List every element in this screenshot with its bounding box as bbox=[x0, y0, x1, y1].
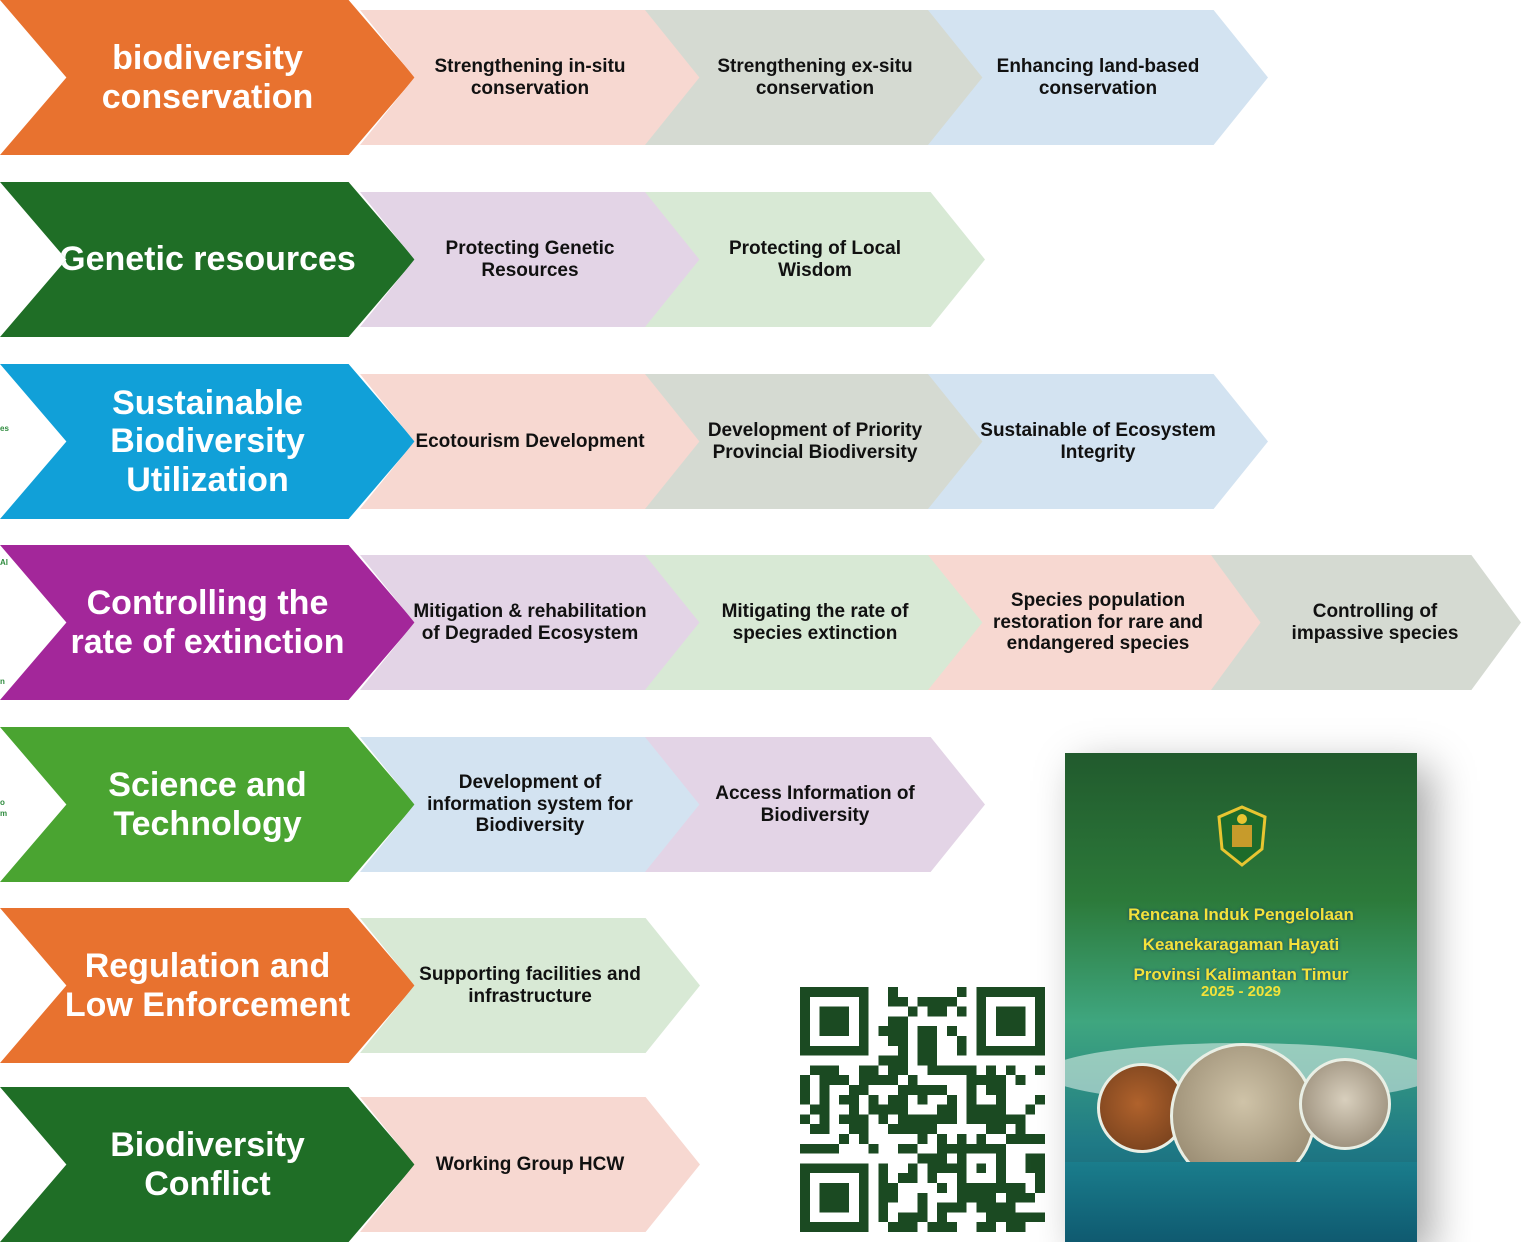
sub-chevron-label: Supporting facilities and infrastructure bbox=[419, 963, 641, 1007]
sub-chevron-label: Mitigation & rehabilitation of Degraded … bbox=[413, 600, 647, 644]
sub-chevron: Access Information of Biodiversity bbox=[645, 737, 985, 872]
provincial-emblem-icon bbox=[1217, 805, 1267, 867]
main-chevron-biodiversity-conflict: Biodiversity Conflict bbox=[0, 1087, 415, 1242]
main-chevron-label: Genetic resources bbox=[59, 240, 356, 279]
sub-chevron-label: Protecting of Local Wisdom bbox=[728, 237, 902, 281]
book-title-line: Provinsi Kalimantan Timur bbox=[1133, 964, 1349, 984]
sub-chevron: Protecting of Local Wisdom bbox=[645, 192, 985, 327]
main-chevron-genetic-resources: Genetic resources bbox=[0, 182, 415, 337]
sub-chevron-label: Ecotourism Development bbox=[415, 430, 645, 452]
sub-chevron-label: Working Group HCW bbox=[435, 1153, 625, 1175]
sub-chevron: Strengthening ex-situ conservation bbox=[645, 10, 985, 145]
main-chevron-biodiversity-conservation: biodiversity conservation bbox=[0, 0, 415, 155]
book-title-line: Keanekaragaman Hayati bbox=[1142, 934, 1340, 954]
main-chevron-science-technology: Science and Technology bbox=[0, 727, 415, 882]
sub-chevron-label: Strengthening in-situ conservation bbox=[434, 55, 626, 99]
sub-chevron-label: Species population restoration for rare … bbox=[992, 589, 1204, 655]
sub-chevron: Development of information system for Bi… bbox=[360, 737, 700, 872]
main-chevron-label: Controlling the rate of extinction bbox=[70, 584, 345, 661]
main-chevron-label: Sustainable Biodiversity Utilization bbox=[110, 383, 305, 499]
sub-chevron: Protecting Genetic Resources bbox=[360, 192, 700, 327]
margin-text-fragment: m bbox=[0, 809, 8, 818]
sub-chevron: Enhancing land-based conservation bbox=[928, 10, 1268, 145]
margin-text-fragment: o bbox=[0, 798, 5, 807]
sub-chevron: Controlling of impassive species bbox=[1211, 555, 1521, 690]
main-chevron-label: biodiversity conservation bbox=[101, 39, 314, 116]
sub-chevron: Strengthening in-situ conservation bbox=[360, 10, 700, 145]
margin-text-fragment: n bbox=[0, 677, 5, 686]
sub-chevron: Mitigating the rate of species extinctio… bbox=[645, 555, 985, 690]
sub-chevron-label: Development of information system for Bi… bbox=[427, 771, 633, 837]
sub-chevron: Species population restoration for rare … bbox=[928, 555, 1268, 690]
margin-text-fragment: Al bbox=[0, 558, 8, 567]
qr-code[interactable] bbox=[800, 987, 1045, 1232]
sub-chevron-label: Enhancing land-based conservation bbox=[996, 55, 1200, 99]
sub-chevron-label: Mitigating the rate of species extinctio… bbox=[721, 600, 909, 644]
sub-chevron-label: Protecting Genetic Resources bbox=[445, 237, 615, 281]
main-chevron-label: Biodiversity Conflict bbox=[110, 1126, 305, 1203]
sub-chevron-label: Sustainable of Ecosystem Integrity bbox=[980, 419, 1216, 463]
book-title: Rencana Induk Pengelolaan Keanekaragaman… bbox=[1085, 900, 1397, 989]
main-chevron-label: Science and Technology bbox=[108, 766, 307, 843]
proboscis-monkey-photo bbox=[1299, 1058, 1391, 1150]
sub-chevron-label: Development of Priority Provincial Biodi… bbox=[707, 419, 923, 463]
main-chevron-label: Regulation and Low Enforcement bbox=[64, 947, 351, 1024]
sub-chevron: Ecotourism Development bbox=[360, 374, 700, 509]
main-chevron-controlling-extinction: Controlling the rate of extinction bbox=[0, 545, 415, 700]
sub-chevron: Supporting facilities and infrastructure bbox=[360, 918, 700, 1053]
sub-chevron-label: Strengthening ex-situ conservation bbox=[717, 55, 913, 99]
book-bottom-band bbox=[1065, 1162, 1417, 1242]
sub-chevron-label: Access Information of Biodiversity bbox=[715, 782, 915, 826]
margin-text-fragment: es bbox=[0, 424, 9, 433]
sub-chevron: Development of Priority Provincial Biodi… bbox=[645, 374, 985, 509]
main-chevron-sustainable-utilization: Sustainable Biodiversity Utilization bbox=[0, 364, 415, 519]
book-cover-image: Rencana Induk Pengelolaan Keanekaragaman… bbox=[1065, 753, 1417, 1242]
sub-chevron: Working Group HCW bbox=[360, 1097, 700, 1232]
book-years: 2025 - 2029 bbox=[1200, 983, 1282, 1000]
sub-chevron-label: Controlling of impassive species bbox=[1291, 600, 1459, 644]
sub-chevron: Mitigation & rehabilitation of Degraded … bbox=[360, 555, 700, 690]
sub-chevron: Sustainable of Ecosystem Integrity bbox=[928, 374, 1268, 509]
main-chevron-regulation-enforcement: Regulation and Low Enforcement bbox=[0, 908, 415, 1063]
book-title-line: Rencana Induk Pengelolaan bbox=[1128, 905, 1354, 924]
